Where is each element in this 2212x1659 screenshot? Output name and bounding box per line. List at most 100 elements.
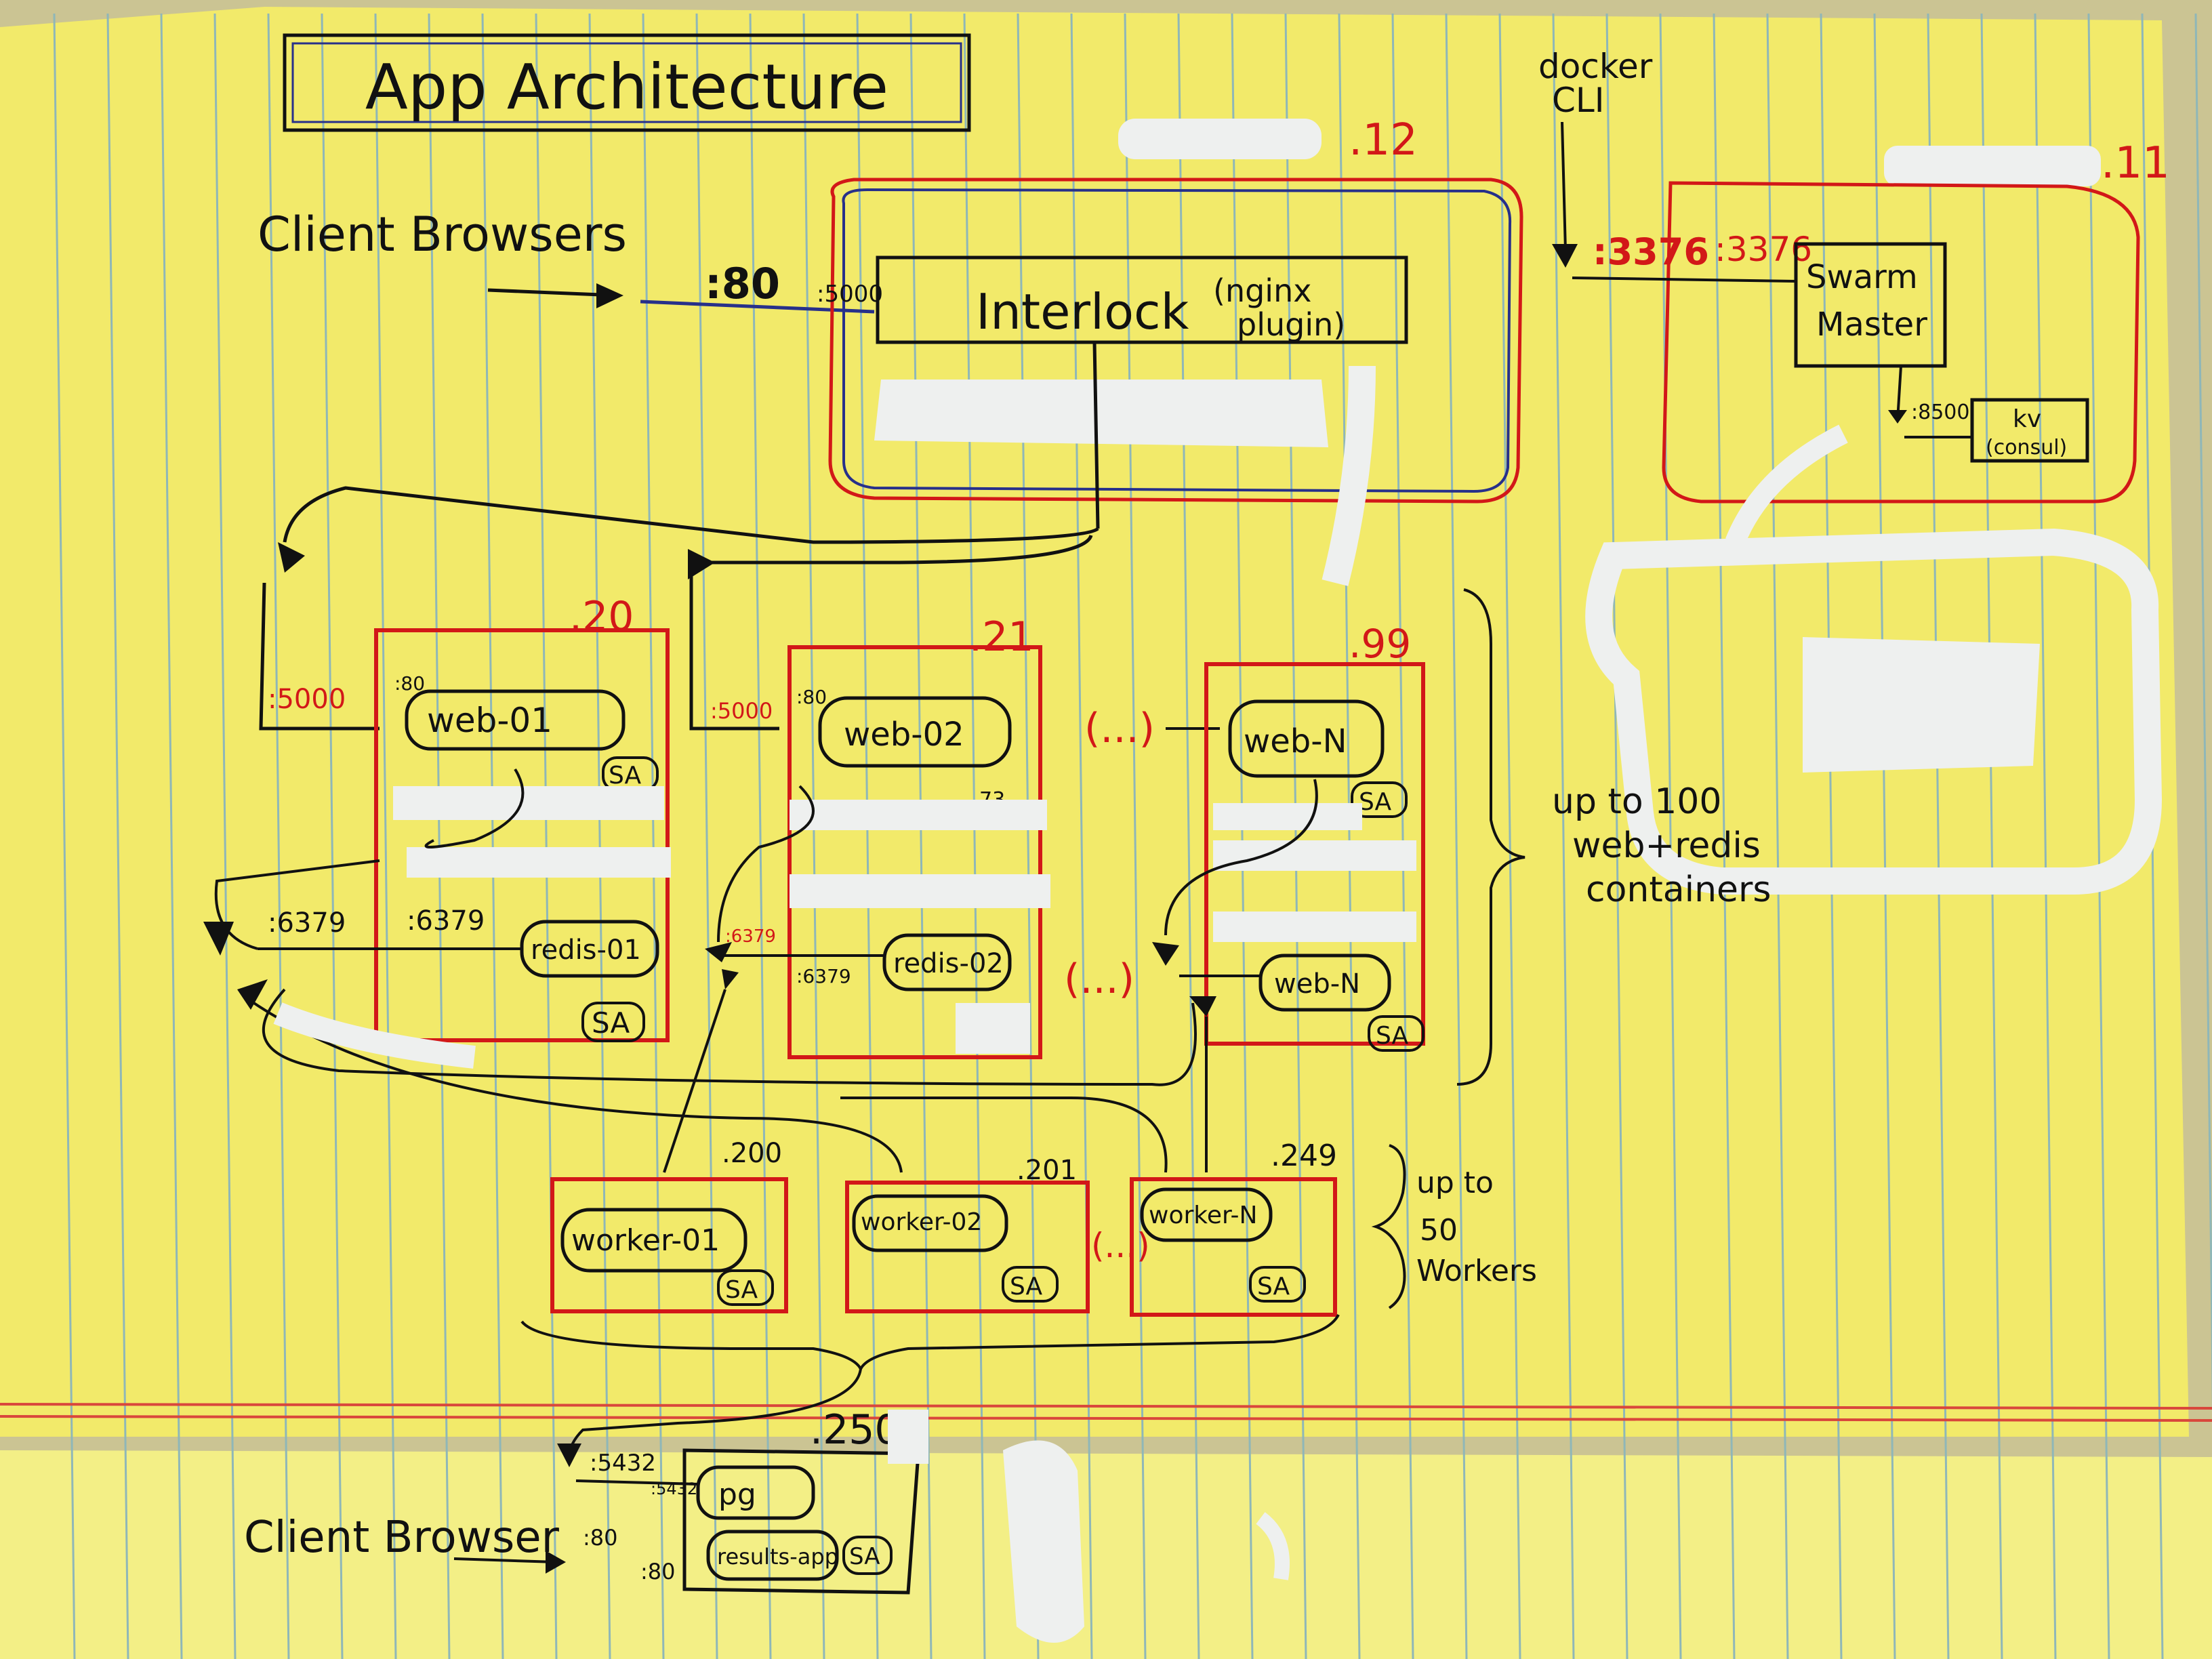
arrow-head-icon [203, 922, 234, 956]
results-app-label: results-app [717, 1544, 838, 1570]
worker-ellipsis: (...) [1091, 1226, 1150, 1265]
ruled-line [1927, 13, 1950, 1659]
ruled-line [1124, 13, 1147, 1659]
web-inner-port: :80 [796, 686, 827, 708]
worker-sa-badge: SA [725, 1276, 758, 1304]
redis-container-label: redis-02 [893, 948, 1004, 979]
whiteout [874, 380, 1328, 447]
arrow-head-icon [237, 979, 268, 1010]
arrow-head-icon [1189, 996, 1216, 1017]
ruled-line [588, 13, 611, 1659]
kv-port: :8500 [1911, 401, 1969, 424]
worker-container-label: worker-N [1149, 1202, 1257, 1229]
ruled-line [695, 13, 718, 1659]
worker-container [852, 1194, 1008, 1252]
arrow-head-icon [1888, 410, 1907, 424]
whiteout-stroke [1725, 424, 1848, 546]
client-browsers-text: Client Browsers [258, 207, 627, 262]
web-sa-badge: SA [609, 762, 642, 790]
ruled-line [1713, 13, 1736, 1659]
ruled-line [1605, 13, 1629, 1659]
web-brace-line2: web+redis [1572, 825, 1761, 866]
lower-paper [0, 1450, 2212, 1659]
web-node-ip: .99 [1349, 621, 1411, 667]
redis-port: :6379 [725, 926, 776, 947]
docker-cli: docker CLI [1538, 47, 1653, 268]
ruled-line [2194, 13, 2212, 1412]
margin-line-2 [0, 1415, 2212, 1422]
ruled-line [1552, 13, 1575, 1659]
whiteout-ip [1118, 119, 1322, 159]
redis-container [882, 933, 1012, 991]
worker-node: .249 worker-N SA [1130, 1139, 1337, 1317]
ruled-line [1338, 13, 1361, 1659]
kv-line2: (consul) [1986, 436, 2067, 459]
ruled-line [53, 13, 76, 1659]
worker-node: .200 worker-01 SA [550, 1138, 788, 1313]
arrow-head-icon [688, 549, 715, 579]
brace-workers [1371, 1144, 1406, 1309]
diagram-title: App Architecture [365, 51, 888, 123]
ruled-line [2087, 13, 2110, 1659]
ruled-line [2034, 13, 2057, 1659]
ruled-line [160, 13, 183, 1659]
ruled-line [321, 13, 344, 1659]
interlock-plugin-line1: (nginx [1213, 272, 1311, 309]
ruled-line [1177, 13, 1200, 1659]
arrow-head-icon [596, 283, 623, 308]
client-browser-label: Client Browser [244, 1513, 560, 1563]
arrow-head-icon [278, 542, 305, 573]
pg-port: :5432 [590, 1450, 656, 1477]
interlock-host-ip: .12 [1349, 115, 1418, 165]
ruled-line [749, 13, 772, 1659]
worker-container-label: worker-01 [571, 1223, 720, 1258]
margin-line [0, 1403, 2212, 1410]
interlock-public-port: :80 [705, 259, 780, 308]
web-port: :5000 [710, 698, 773, 724]
interlock-service-label: Interlock [976, 283, 1189, 340]
arrow-head-icon [705, 942, 732, 962]
results-app-container [706, 1530, 839, 1581]
worker-sa-badge: SA [1257, 1273, 1290, 1300]
web-node: .99 web-N SA web-N SA [1204, 621, 1425, 1052]
brace-web [1456, 588, 1525, 1086]
ruled-line [428, 13, 451, 1659]
whiteout [1003, 1440, 1084, 1643]
web-node: .20 :5000 :80 web-01 SA :6379 :6379 redi… [268, 593, 671, 1042]
redis-ellipsis: (...) [1064, 956, 1134, 1003]
arrow-head-icon [722, 969, 739, 989]
brace-db [520, 1314, 1340, 1372]
ruled-line [1766, 13, 1789, 1659]
ruled-line [374, 13, 397, 1659]
web-inner-port: :80 [394, 672, 425, 695]
web-node-ip: .20 [569, 593, 634, 640]
db-host: .250 :5432 :5432 pg :80 :80 results-app … [575, 1406, 928, 1595]
ruled-line [802, 13, 825, 1659]
worker-node: .201 worker-02 SA [845, 1155, 1090, 1313]
swarm-master-box [1794, 242, 1947, 368]
ruled-line [1391, 13, 1414, 1659]
ruled-line [481, 13, 504, 1659]
client-browser-bottom: Client Browser [244, 1513, 566, 1574]
legal-pad-sheet [0, 7, 2189, 1437]
ruled-line [1659, 13, 1682, 1659]
swarm-master-line1: Swarm [1806, 258, 1918, 296]
ruled-line [1873, 13, 1896, 1659]
worker-sa-badge: SA [1010, 1273, 1043, 1300]
docker-cli-line1: docker [1538, 47, 1653, 86]
worker-brace-line3: Workers [1416, 1254, 1537, 1288]
worker-container-label: worker-02 [861, 1208, 982, 1236]
swarm-master-line2: Master [1816, 306, 1927, 344]
whiteout-stroke [273, 1002, 476, 1069]
interlock-host: .12 :80 :5000 Interlock (nginx plugin) [705, 115, 1523, 586]
ruled-line [963, 13, 986, 1659]
web-container [1228, 699, 1385, 778]
worker-container [560, 1208, 747, 1273]
swarm-host-ip: .11 [2101, 138, 2170, 188]
ruled-line [1231, 13, 1254, 1659]
ruled-line [642, 13, 665, 1659]
arrow-head-icon [1152, 942, 1179, 966]
web-brace-line3: containers [1586, 869, 1771, 910]
redis-inner-port: :6379 [407, 905, 485, 937]
worker-brace-line1: up to [1416, 1166, 1494, 1200]
